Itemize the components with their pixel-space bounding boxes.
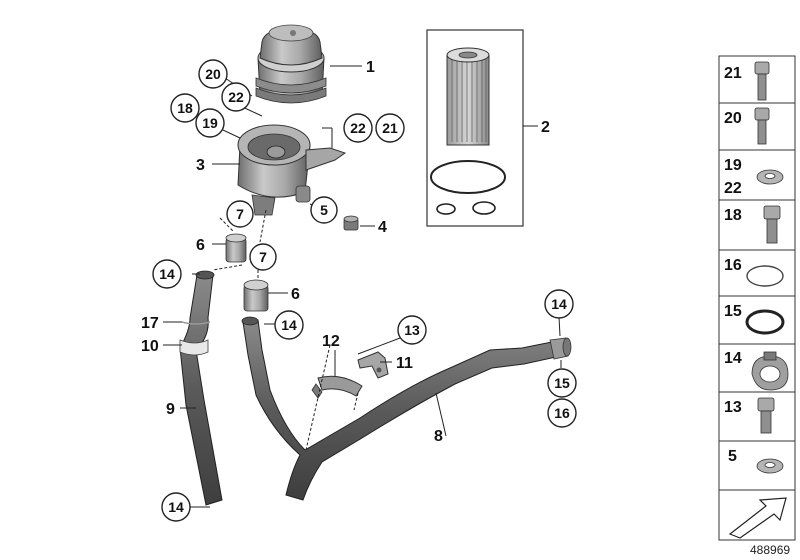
bolt-long-icon [754, 61, 770, 75]
svg-text:18: 18 [724, 207, 742, 224]
svg-text:20: 20 [724, 110, 742, 127]
callout-22b: 22 [343, 113, 373, 143]
o-ring-small-left [436, 203, 456, 215]
callout-14b: 14 [274, 310, 304, 340]
svg-text:14: 14 [724, 350, 742, 367]
svg-text:13: 13 [724, 399, 742, 416]
o-ring-thick-icon [745, 309, 785, 335]
svg-text:14: 14 [159, 266, 175, 282]
callout-13: 13 [397, 315, 427, 345]
oil-filter-cap [255, 24, 327, 104]
svg-text:18: 18 [177, 100, 193, 116]
svg-text:15: 15 [724, 303, 742, 320]
oil-filter-housing [237, 124, 347, 216]
svg-text:14: 14 [551, 296, 567, 312]
side-row-20: 20 [724, 107, 770, 145]
callout-2: 2 [541, 119, 550, 136]
svg-text:22: 22 [228, 89, 244, 105]
callout-19: 19 [195, 108, 225, 138]
o-ring-thin-icon [746, 265, 784, 287]
bolt-medium-icon [754, 107, 770, 121]
side-row-5: 5 [728, 448, 784, 474]
callout-11: 11 [396, 355, 413, 372]
drain-plug [343, 215, 359, 231]
svg-text:7: 7 [236, 206, 244, 222]
coolant-hose-main [241, 316, 572, 501]
svg-text:20: 20 [205, 66, 221, 82]
side-parts-panel: 21 20 19 22 18 16 15 [718, 55, 796, 541]
circled-callouts: 20 22 18 19 22 21 5 7 7 14 14 13 14 15 1… [152, 59, 577, 522]
direction-arrow-icon [728, 497, 787, 539]
o-ring-small-right [472, 201, 496, 215]
callout-17: 17 [141, 315, 159, 332]
filter-element-box [426, 29, 524, 227]
side-row-16: 16 [724, 257, 784, 287]
callout-16: 16 [547, 398, 577, 428]
callout-14a: 14 [152, 259, 182, 289]
svg-text:15: 15 [554, 375, 570, 391]
callout-10: 10 [141, 338, 159, 355]
svg-text:21: 21 [382, 120, 398, 136]
callout-9: 9 [166, 401, 175, 418]
callout-15: 15 [547, 368, 577, 398]
coolant-hose-left [179, 270, 223, 506]
side-row-15: 15 [724, 303, 785, 335]
svg-text:16: 16 [554, 405, 570, 421]
svg-text:22: 22 [350, 120, 366, 136]
callout-21: 21 [375, 113, 405, 143]
svg-text:14: 14 [281, 317, 297, 333]
svg-text:21: 21 [724, 65, 742, 82]
side-row-21: 21 [724, 61, 770, 101]
svg-text:19: 19 [724, 157, 742, 174]
bolt-short-icon [763, 205, 781, 220]
hose-fitting-upper [225, 233, 247, 263]
callout-1: 1 [366, 59, 375, 76]
svg-text:5: 5 [728, 448, 737, 465]
callout-18: 18 [170, 93, 200, 123]
bracket [357, 351, 389, 379]
side-row-13: 13 [724, 397, 775, 434]
callout-6a: 6 [196, 237, 205, 254]
filter-element [446, 47, 490, 146]
side-row-18: 18 [724, 205, 781, 244]
callout-20: 20 [198, 59, 228, 89]
svg-text:13: 13 [404, 322, 420, 338]
svg-text:16: 16 [724, 257, 742, 274]
callout-4: 4 [378, 219, 387, 236]
callout-8: 8 [434, 428, 443, 445]
side-row-14: 14 [724, 350, 789, 391]
reference-number: 488969 [750, 543, 790, 557]
callout-3: 3 [196, 157, 205, 174]
svg-text:5: 5 [320, 202, 328, 218]
callout-6b: 6 [291, 286, 300, 303]
callout-7a: 7 [226, 200, 254, 228]
callout-14d: 14 [161, 492, 191, 522]
hose-fitting-lower [243, 279, 269, 312]
callout-12: 12 [322, 333, 340, 350]
side-row-19-22: 19 22 [724, 157, 784, 197]
callout-5: 5 [310, 196, 338, 224]
text-callouts: 1 2 3 4 6 6 8 9 10 11 12 17 [141, 59, 550, 445]
svg-text:7: 7 [259, 249, 267, 265]
callout-14c: 14 [544, 289, 574, 319]
svg-text:22: 22 [724, 180, 742, 197]
svg-text:19: 19 [202, 115, 218, 131]
callout-22a: 22 [221, 82, 251, 112]
svg-text:14: 14 [168, 499, 184, 515]
hose-clip [311, 375, 363, 399]
o-ring-large [430, 160, 506, 194]
bolt-small-icon [757, 397, 775, 412]
callout-7b: 7 [249, 243, 277, 271]
